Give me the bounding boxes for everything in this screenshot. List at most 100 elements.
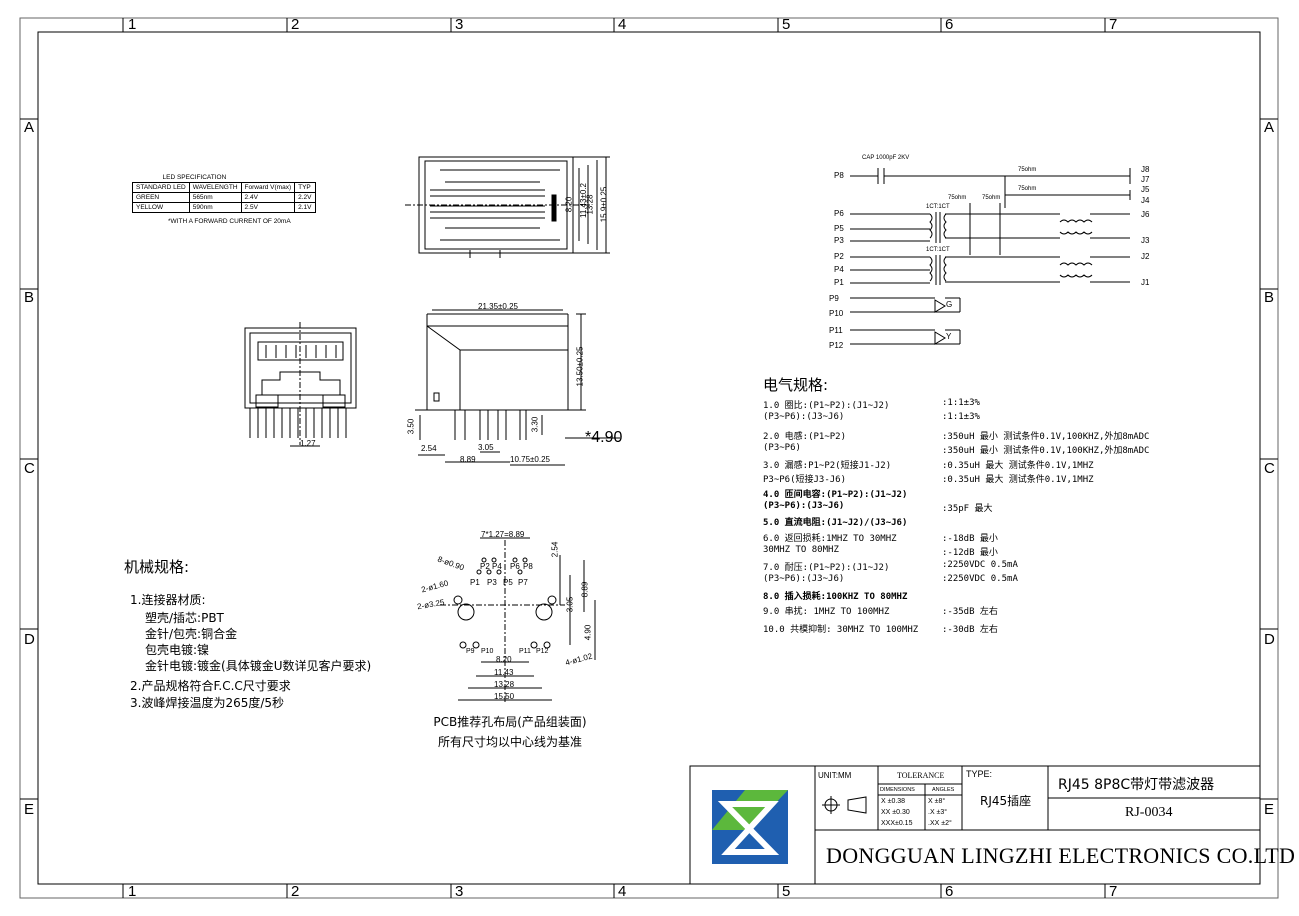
elec-row-value: :35pF 最大 [942,504,993,514]
zone-col-7-bottom: 7 [1109,883,1118,900]
schem-pin-p8: P8 [834,171,844,180]
part-number: RJ-0034 [1125,805,1173,820]
pcb-dim-889: 8.89 [580,581,590,598]
pcb-dim-1143: 11.43 [494,668,514,677]
pcb-dim-305: 3.05 [565,596,575,613]
elec-row-label: P3~P6(短接J3-J6) [763,475,847,485]
zone-col-1: 1 [128,16,137,33]
schem-t1: 1CT:1CT [926,204,950,210]
schem-pin-j7: J7 [1141,175,1150,184]
elec-row-label: 5.0 直流电阻:(J1~J2)/(J3~J6) [763,518,908,528]
zone-col-5: 5 [782,16,791,33]
elec-row-value: :1:1±3% [942,412,980,422]
pcb-pin-p11: P11 [519,648,531,655]
elec-row-value: :2250VDC 0.5mA [942,574,1018,584]
pcb-pin-p2: P2 [480,562,490,571]
schem-led-p12: P12 [829,341,844,350]
zone-col-6: 6 [945,16,954,33]
elec-row-value: :-18dB 最小 [942,534,998,544]
mech-title: 机械规格: [124,558,190,576]
mech-line: 1.连接器材质: [130,593,206,607]
tol-ang-3: .XX ±2° [928,820,952,827]
zone-col-1-bottom: 1 [128,883,137,900]
zone-row-d: D [24,631,35,648]
schem-t2: 1CT:1CT [926,247,950,253]
elec-row-value: :-12dB 最小 [942,548,998,558]
schem-pin-j1: J1 [1141,278,1150,287]
schem-led-p10: P10 [829,309,844,318]
pcb-pin-p7: P7 [518,578,528,587]
unit-label: UNIT:MM [818,771,852,780]
mech-line: 3.波峰焊接温度为265度/5秒 [130,696,285,710]
tol-ang-2: .X ±3° [928,809,948,816]
schem-r4: 75ohm [982,195,1001,201]
elec-row-label: 9.0 串扰: 1MHZ TO 100MHZ [763,607,890,617]
schem-led-g: G [946,300,953,309]
pcb-dim-top: 7*1.27=8.89 [481,530,525,539]
pcb-pin-p1: P1 [470,578,480,587]
schem-cap: CAP 1000pF 2KV [862,155,910,161]
dim-top-width: 21.35±0.25 [478,302,518,311]
elec-row-value: :1:1±3% [942,398,980,408]
schem-pin-j8: J8 [1141,165,1150,174]
pcb-dim-490: 4.90 [583,624,593,641]
pcb-pin-p8: P8 [523,562,533,571]
led-header: Forward V(max) [240,182,296,193]
zone-col-2: 2 [291,16,300,33]
zone-col-6-bottom: 6 [945,883,954,900]
zone-row-c: C [24,460,35,477]
elec-row-value: :0.35uH 最大 测试条件0.1V,1MHZ [942,461,1094,471]
dim-side-1328: 13.28 [585,194,595,215]
schem-led-p11: P11 [829,326,843,335]
pcb-pin-p10: P10 [481,648,494,655]
zone-col-2-bottom: 2 [291,883,300,900]
zone-row-a: A [24,119,35,136]
zone-col-4: 4 [618,16,627,33]
schem-pin-j5: J5 [1141,185,1150,194]
schem-pin-p3: P3 [834,236,844,245]
elec-row-label: 1.0 圈比:(P1~P2):(J1~J2) [763,401,890,411]
elec-row-label: 6.0 返回损耗:1MHZ TO 30MHZ [763,534,897,544]
product-name: RJ45 8P8C带灯带滤波器 [1058,777,1215,793]
led-header: STANDARD LED [132,182,190,193]
pcb-pin-p12: P12 [536,648,549,655]
type-value: RJ45插座 [980,794,1032,808]
dim-254: 2.54 [421,444,437,453]
dim-1075: 10.75±0.25 [510,455,550,464]
led-spec-note: *WITH A FORWARD CURRENT OF 20mA [168,218,291,225]
pcb-pin-p5: P5 [503,578,513,587]
zone-row-a-right: A [1264,119,1275,136]
mech-line: 2.产品规格符合F.C.C尺寸要求 [130,679,291,693]
pcb-dim-820: 8.20 [496,655,512,664]
led-cell: GREEN [132,192,190,203]
zone-col-3-bottom: 3 [455,883,464,900]
dim-big-490: *4.90 [585,429,623,446]
angles-label: ANGLES [932,787,955,793]
zone-col-4-bottom: 4 [618,883,627,900]
tol-dim-2: XX ±0.30 [881,809,910,816]
elec-row-label: 3.0 漏感:P1~P2(短接J1-J2) [763,461,892,471]
elec-row-label: 7.0 耐压:(P1~P2):(J1~J2) [763,563,890,573]
schem-pin-j2: J2 [1141,252,1150,261]
dim-front-pitch: 1.27 [300,439,316,448]
zone-col-7: 7 [1109,16,1118,33]
pcb-caption-line-2: 所有尺寸均以中心线为基准 [437,735,582,749]
pcb-pin-p9: P9 [466,648,475,655]
zone-row-e-right: E [1264,801,1275,818]
schem-pin-p1: P1 [834,278,844,287]
pcb-caption-line-1: PCB推荐孔布局(产品组装面) [433,715,587,729]
mech-line: 包壳电镀:镍 [145,643,210,657]
zone-row-c-right: C [1264,460,1275,477]
schem-led-p9: P9 [829,294,839,303]
tol-dim-3: XXX±0.15 [881,820,913,827]
led-header: WAVELENGTH [188,182,242,193]
schem-r3: 75ohm [948,195,967,201]
led-cell: 565nm [188,192,242,203]
tolerance-label: TOLERANCE [897,771,945,780]
dim-left-h: 3.50 [406,418,416,435]
schem-pin-p5: P5 [834,224,844,233]
zone-row-b: B [24,289,35,306]
schem-led-y: Y [946,332,952,341]
